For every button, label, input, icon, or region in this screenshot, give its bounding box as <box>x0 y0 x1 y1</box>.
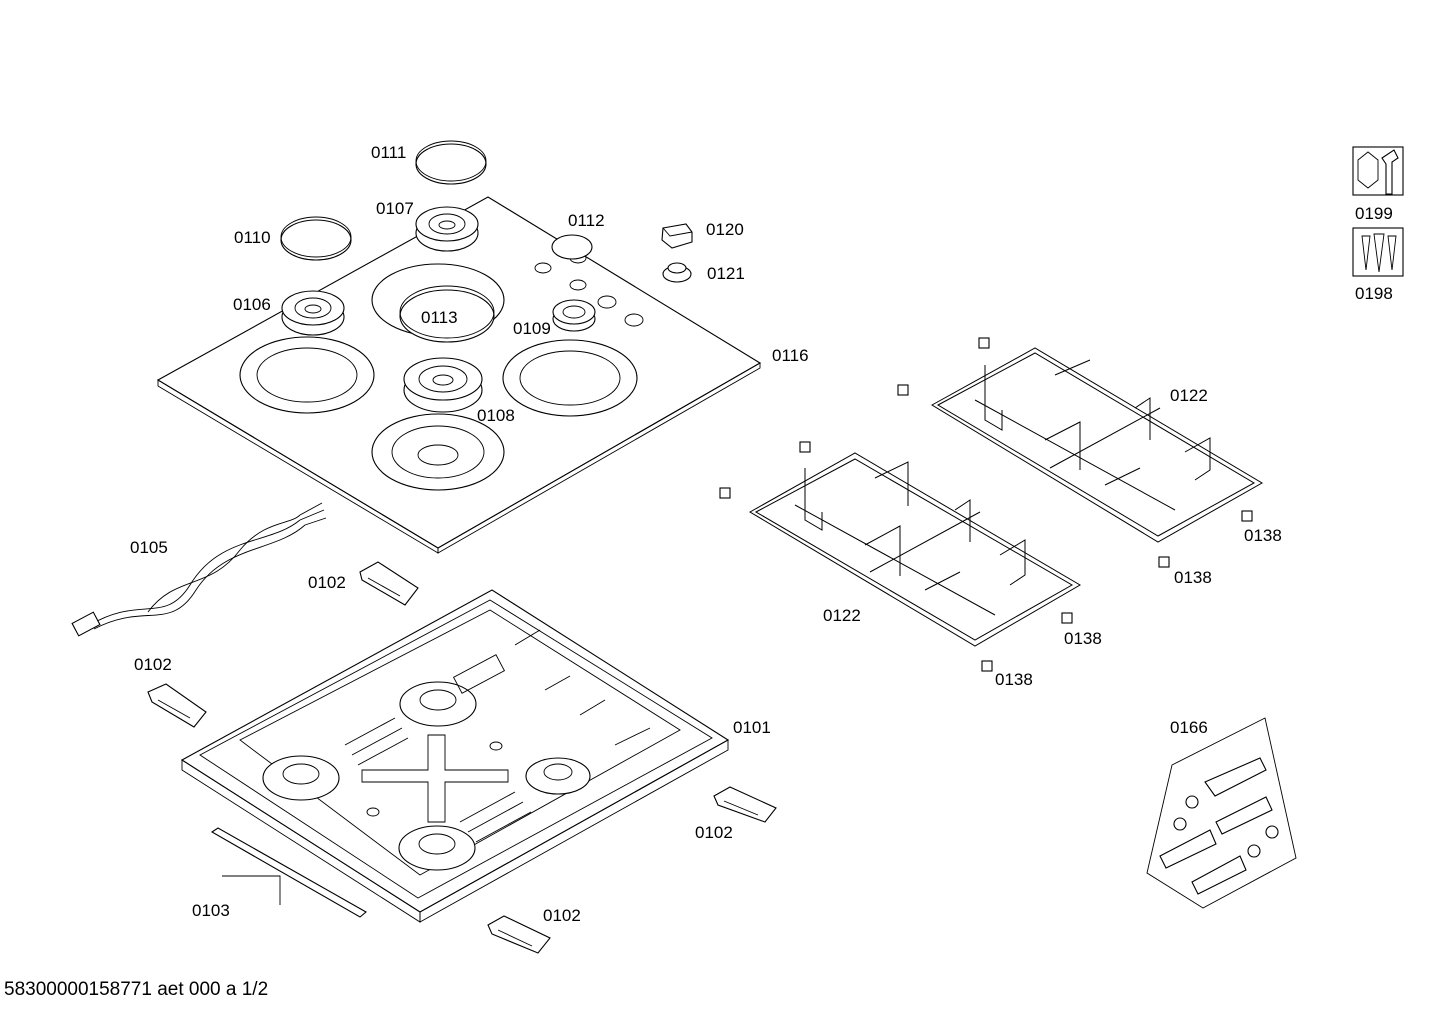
burner-cap-0111 <box>415 140 487 185</box>
pan-support-left <box>749 452 1081 647</box>
label-0120: 0120 <box>706 220 744 239</box>
label-0166: 0166 <box>1170 718 1208 737</box>
bracket-0102-a <box>359 561 419 606</box>
burner-cap-0112 <box>551 234 593 260</box>
label-0108: 0108 <box>477 406 515 425</box>
label-0102-a: 0102 <box>308 573 346 592</box>
rubber-feet <box>719 337 1253 672</box>
bracket-0102-b <box>147 683 207 728</box>
seal-strip <box>210 827 367 918</box>
wrench-nut-icon <box>1352 146 1404 196</box>
label-0112: 0112 <box>568 211 605 230</box>
burner-head-0107 <box>415 206 479 252</box>
label-0113: 0113 <box>421 308 458 327</box>
screws-icon <box>1352 227 1404 277</box>
mounting-kit <box>1146 717 1297 909</box>
bracket-0102-d <box>487 915 551 954</box>
base-tray <box>180 589 730 923</box>
label-0106: 0106 <box>233 295 271 314</box>
bracket-0102-c <box>713 786 777 823</box>
label-0138-a: 0138 <box>1244 526 1282 545</box>
burner-cap-large <box>399 285 495 343</box>
label-0102-c: 0102 <box>695 823 733 842</box>
label-0105: 0105 <box>130 538 168 557</box>
label-0199: 0199 <box>1355 204 1393 223</box>
label-0121: 0121 <box>707 264 745 283</box>
label-0107: 0107 <box>376 199 414 218</box>
label-0122-right: 0122 <box>1170 386 1208 405</box>
part-labels: 0111 0107 0110 0112 0120 0121 0106 0113 … <box>130 143 1393 925</box>
label-0138-b: 0138 <box>1174 568 1212 587</box>
label-0101: 0101 <box>733 718 771 737</box>
label-0138-d: 0138 <box>995 670 1033 689</box>
label-0198: 0198 <box>1355 284 1393 303</box>
document-footer: 58300000158771 aet 000 a 1/2 <box>4 979 269 1000</box>
control-knob <box>661 223 693 249</box>
burner-cap-0110 <box>280 216 352 261</box>
pan-support-right <box>931 347 1263 543</box>
label-0122-left: 0122 <box>823 606 861 625</box>
label-0102-d: 0102 <box>543 906 581 925</box>
burner-head-0108 <box>403 357 483 413</box>
label-0110: 0110 <box>234 228 271 247</box>
label-0102-b: 0102 <box>134 655 172 674</box>
label-0103: 0103 <box>192 901 230 920</box>
label-0109: 0109 <box>513 319 551 338</box>
label-0116: 0116 <box>772 346 809 365</box>
burner-head-0106 <box>281 290 345 336</box>
knob-base <box>662 262 692 283</box>
label-0138-c: 0138 <box>1064 629 1102 648</box>
burner-head-0109 <box>552 299 596 332</box>
power-cable <box>71 502 327 637</box>
label-0111: 0111 <box>371 143 406 162</box>
